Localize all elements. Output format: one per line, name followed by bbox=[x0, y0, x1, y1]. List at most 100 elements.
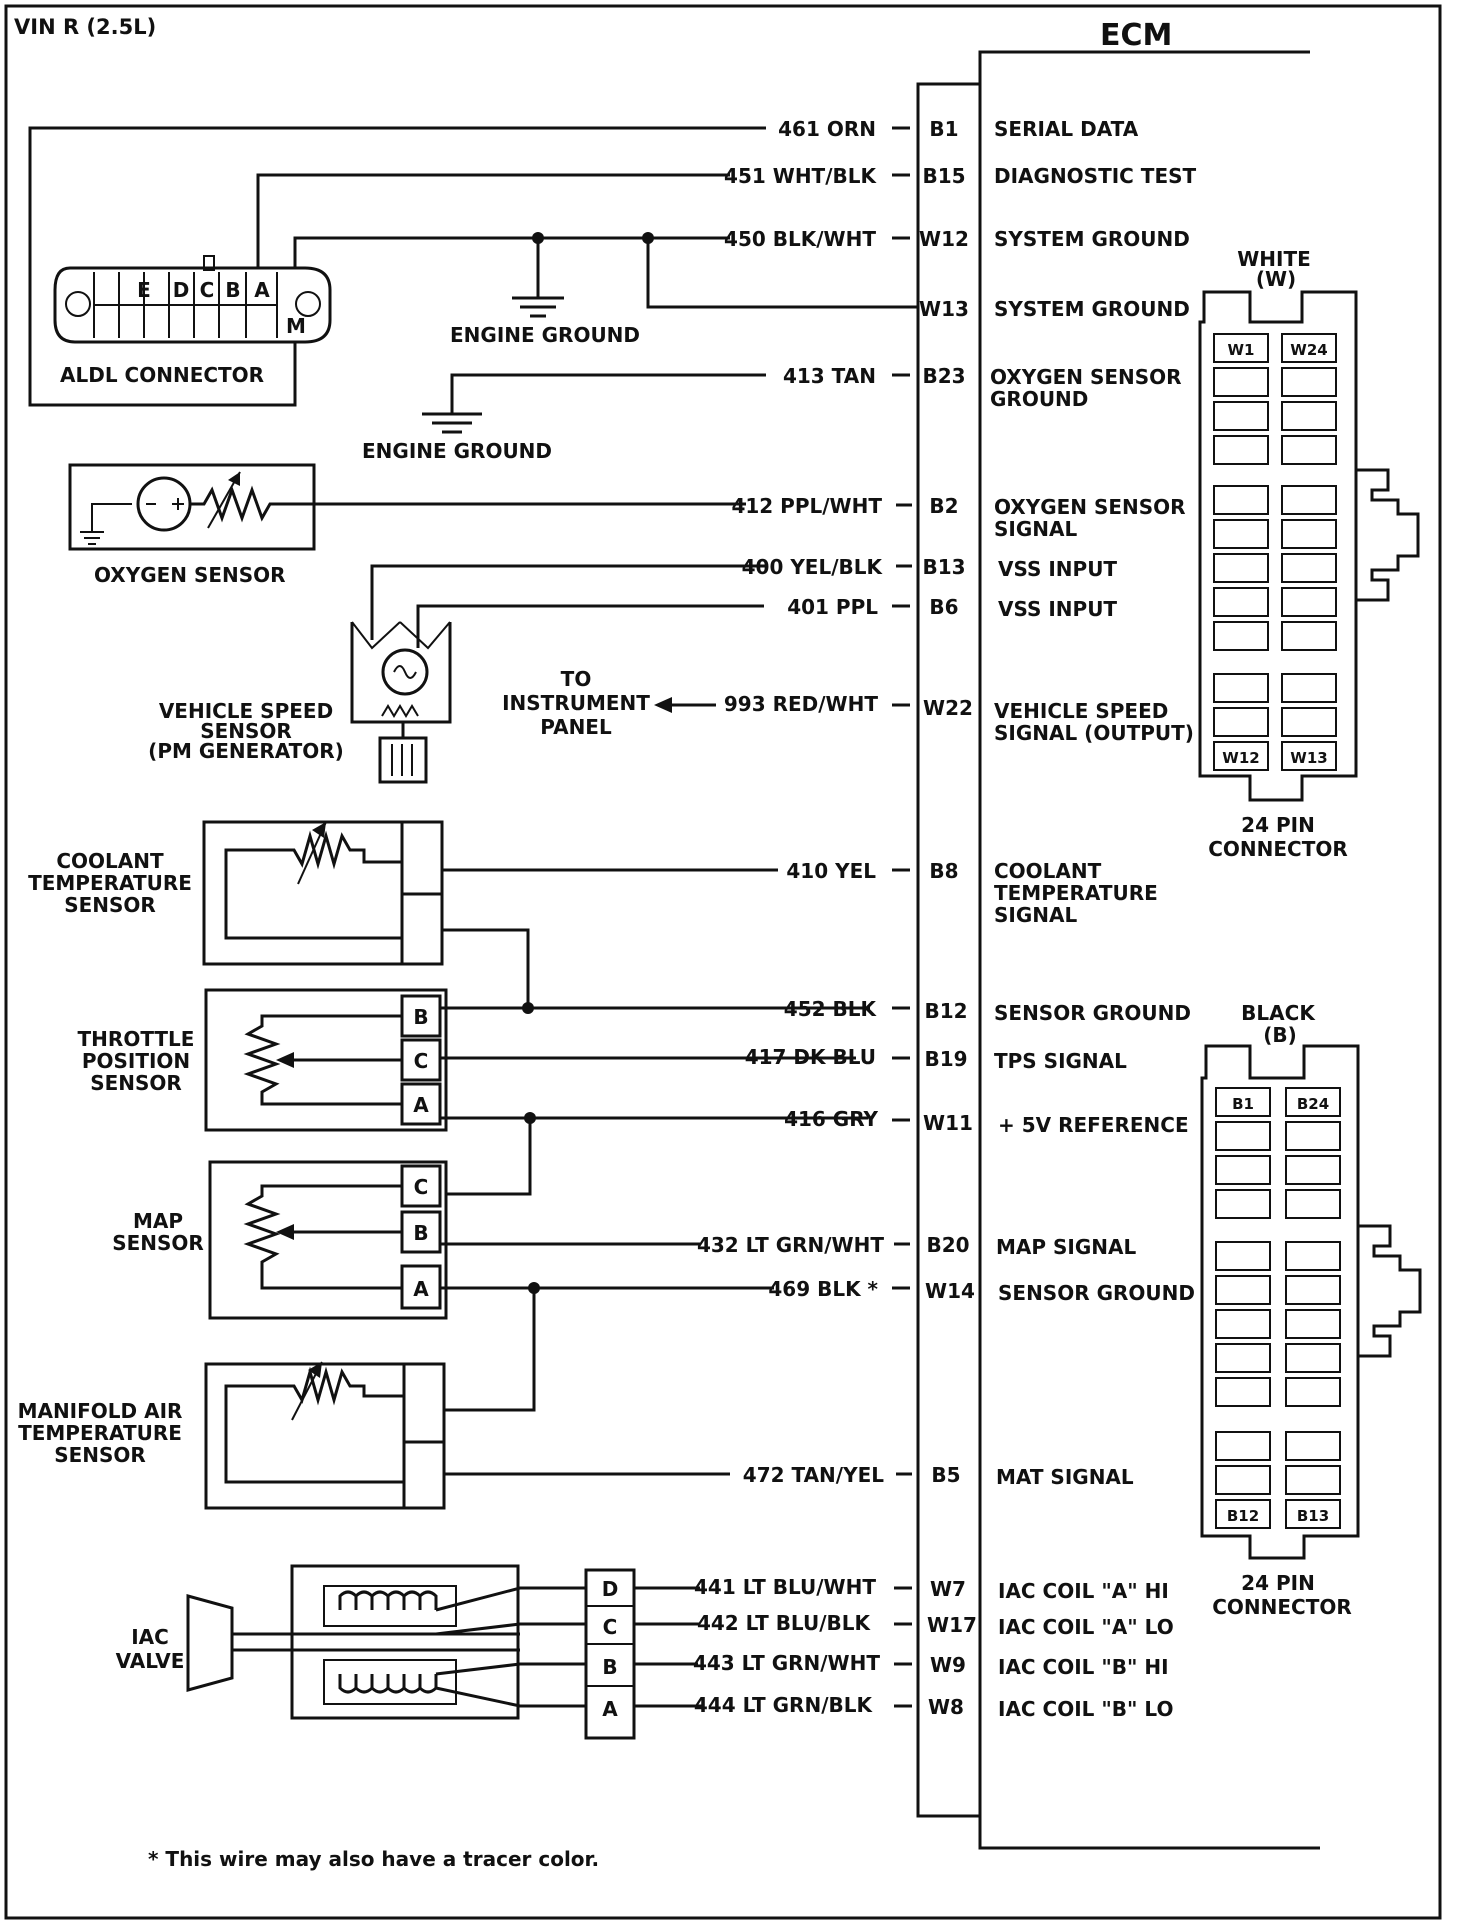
pin-function: SENSOR GROUND bbox=[998, 1281, 1195, 1305]
cavity-label: W24 bbox=[1290, 341, 1327, 359]
pin-label: B15 bbox=[922, 164, 965, 188]
coil-icon bbox=[338, 1590, 438, 1610]
vehicle-speed-sensor: VEHICLE SPEED SENSOR (PM GENERATOR) bbox=[148, 621, 452, 784]
pin-row-b5: 472 TAN/YEL B5 MAT SIGNAL bbox=[743, 1463, 1134, 1489]
pin-function: OXYGEN SENSOR bbox=[990, 365, 1182, 389]
pin-function: DIAGNOSTIC TEST bbox=[994, 164, 1197, 188]
pin-row-w12: 450 BLK/WHT W12 SYSTEM GROUND bbox=[724, 227, 1190, 251]
wire-label: 993 RED/WHT bbox=[724, 692, 878, 716]
pin-row-b20: 432 LT GRN/WHT B20 MAP SIGNAL bbox=[697, 1233, 1137, 1259]
map-pin-b: B bbox=[413, 1221, 428, 1245]
ecm-pin-strip bbox=[916, 82, 982, 1818]
connector-latch bbox=[1358, 1224, 1422, 1358]
aldl-connector-label: ALDL CONNECTOR bbox=[60, 363, 264, 387]
aldl-cell-b: B bbox=[225, 278, 240, 302]
to-instrument-panel: TO INSTRUMENT PANEL bbox=[502, 667, 716, 739]
coil-icon bbox=[338, 1674, 438, 1694]
tps-label: SENSOR bbox=[90, 1071, 182, 1095]
cavity-label: B1 bbox=[1232, 1095, 1254, 1113]
vss-label: VEHICLE SPEED bbox=[159, 699, 333, 723]
pin-function: IAC COIL "B" LO bbox=[998, 1697, 1173, 1721]
pin-function: MAP SIGNAL bbox=[996, 1235, 1136, 1259]
engine-ground-1: ENGINE GROUND bbox=[450, 238, 640, 347]
wire-label: 443 LT GRN/WHT bbox=[693, 1651, 880, 1675]
page-frame bbox=[4, 4, 1442, 1920]
aldl-cell-c: C bbox=[200, 278, 215, 302]
wire-system-ground-w13 bbox=[646, 238, 918, 309]
pin-row-b6: 401 PPL B6 VSS INPUT bbox=[787, 595, 1117, 621]
pin-function: + 5V REFERENCE bbox=[998, 1113, 1189, 1137]
cavity-label: B13 bbox=[1297, 1507, 1329, 1525]
iac-pin-d: D bbox=[602, 1577, 619, 1601]
iac-valve-label: IAC bbox=[131, 1625, 169, 1649]
aldl-connector: E D C B A M ALDL CONNECTOR bbox=[53, 255, 332, 387]
mat-sensor-label: MANIFOLD AIR bbox=[18, 1399, 183, 1423]
pin-function: IAC COIL "A" LO bbox=[998, 1615, 1174, 1639]
map-pin-c: C bbox=[414, 1175, 429, 1199]
wire-400-yel-blk bbox=[370, 564, 766, 640]
pin-function: SYSTEM GROUND bbox=[994, 227, 1190, 251]
vss-label: (PM GENERATOR) bbox=[148, 739, 344, 763]
wire-label: 401 PPL bbox=[787, 595, 878, 619]
map-pin-a: A bbox=[413, 1277, 429, 1301]
cavity-label: B12 bbox=[1227, 1507, 1259, 1525]
aldl-cell-m: M bbox=[286, 314, 306, 338]
pin-label: W14 bbox=[925, 1279, 975, 1303]
pin-row-w7: 441 LT BLU/WHT W7 IAC COIL "A" HI bbox=[694, 1575, 1169, 1603]
pin-row-b1: 461 ORN B1 SERIAL DATA bbox=[778, 117, 1139, 141]
arrow-icon bbox=[654, 697, 672, 713]
tps-label: THROTTLE bbox=[78, 1027, 195, 1051]
mat-sensor-label: TEMPERATURE bbox=[18, 1421, 182, 1445]
pin-function: SENSOR GROUND bbox=[994, 1001, 1191, 1025]
cavity-label: W13 bbox=[1290, 749, 1327, 767]
pin-row-b8: 410 YEL B8 COOLANT TEMPERATURE SIGNAL bbox=[786, 859, 1157, 927]
pin-label: W13 bbox=[919, 297, 969, 321]
pin-function: OXYGEN SENSOR bbox=[994, 495, 1186, 519]
coolant-sensor-label: SENSOR bbox=[64, 893, 156, 917]
iac-valve: D C B A IAC VALVE bbox=[116, 1564, 636, 1740]
pin-label: B23 bbox=[922, 364, 965, 388]
wire-450-blk-wht bbox=[293, 236, 730, 268]
coolant-sensor-label: TEMPERATURE bbox=[28, 871, 192, 895]
connector-color-label: WHITE bbox=[1237, 247, 1311, 271]
pin-label: W22 bbox=[923, 696, 973, 720]
engine-ground-2: ENGINE GROUND bbox=[362, 373, 766, 463]
pin-row-w9: 443 LT GRN/WHT W9 IAC COIL "B" HI bbox=[693, 1651, 1169, 1679]
black-connector: BLACK (B) B1 B24 B12 B13 24 PIN CONNECTO… bbox=[1200, 1001, 1422, 1619]
wire-label: 442 LT BLU/BLK bbox=[697, 1611, 872, 1635]
pin-label: W9 bbox=[930, 1653, 966, 1677]
wire-label: 441 LT BLU/WHT bbox=[694, 1575, 876, 1599]
tps-pin-b: B bbox=[413, 1005, 428, 1029]
pin-function: IAC COIL "A" HI bbox=[998, 1579, 1169, 1603]
pin-function: SYSTEM GROUND bbox=[994, 297, 1190, 321]
pin-row-b2: 412 PPL/WHT B2 OXYGEN SENSOR SIGNAL bbox=[731, 494, 1185, 541]
pin-function: COOLANT bbox=[994, 859, 1102, 883]
tps-label: POSITION bbox=[82, 1049, 190, 1073]
pm-generator-icon bbox=[381, 648, 429, 696]
connector-name: 24 PIN bbox=[1241, 1571, 1315, 1595]
aldl-cell-e: E bbox=[137, 278, 151, 302]
pin-row-b12: 452 BLK B12 SENSOR GROUND bbox=[784, 997, 1191, 1025]
tps-pin-c: C bbox=[414, 1049, 429, 1073]
pin-label: B8 bbox=[929, 859, 958, 883]
coolant-temperature-sensor: COOLANT TEMPERATURE SENSOR bbox=[28, 820, 444, 966]
pin-row-b15: 451 WHT/BLK B15 DIAGNOSTIC TEST bbox=[724, 164, 1196, 188]
pin-function: TPS SIGNAL bbox=[994, 1049, 1127, 1073]
pin-row-w22: 993 RED/WHT W22 VEHICLE SPEED SIGNAL (OU… bbox=[724, 692, 1194, 745]
cavity-label: W1 bbox=[1228, 341, 1255, 359]
pin-function: VSS INPUT bbox=[998, 557, 1117, 581]
pin-label: B12 bbox=[924, 999, 967, 1023]
pin-label: B19 bbox=[924, 1047, 967, 1071]
connector-name: CONNECTOR bbox=[1208, 837, 1348, 861]
mat-sensor-label: SENSOR bbox=[54, 1443, 146, 1467]
wire-mat-ground bbox=[442, 1288, 536, 1412]
engine-ground-label: ENGINE GROUND bbox=[362, 439, 552, 463]
pin-label: B13 bbox=[922, 555, 965, 579]
pin-label: B1 bbox=[929, 117, 958, 141]
pin-label: W7 bbox=[930, 1577, 966, 1601]
wiper-arrow-icon bbox=[276, 1052, 294, 1068]
white-connector: WHITE (W) W1 W24 W12 W13 24 PIN CONNECTO… bbox=[1198, 247, 1420, 861]
iac-coil-b bbox=[323, 1659, 457, 1705]
pin-label: B20 bbox=[926, 1233, 969, 1257]
